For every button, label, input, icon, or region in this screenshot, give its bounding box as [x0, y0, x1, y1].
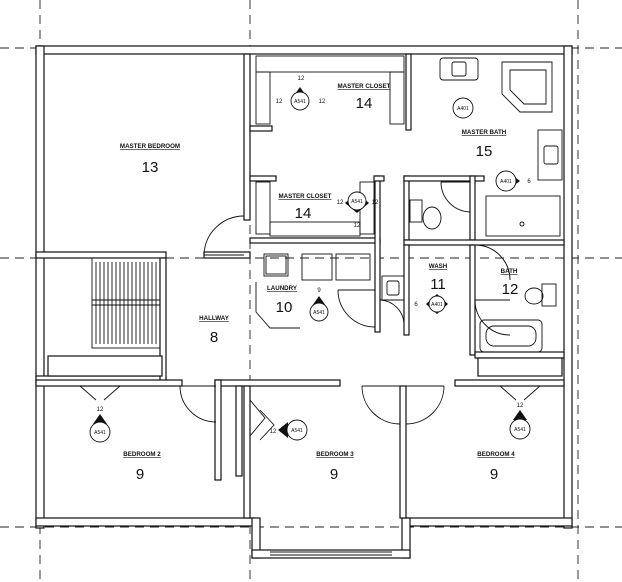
svg-text:12: 12 [270, 429, 277, 435]
svg-text:12: 12 [276, 99, 283, 105]
bath-label: BATH [501, 268, 518, 275]
bedroom2-number: 9 [136, 466, 144, 483]
master-bath-label: MASTER BATH [462, 129, 507, 136]
bedroom3-number: 9 [330, 466, 338, 483]
elevation-tag-bedroom3: A541 12 [270, 419, 308, 441]
master-bath-number: 15 [476, 143, 493, 160]
stairs [91, 257, 161, 349]
wash-number: 11 [430, 276, 446, 293]
doors [79, 181, 541, 441]
svg-text:A541: A541 [291, 428, 303, 434]
svg-text:12: 12 [319, 99, 326, 105]
svg-text:12: 12 [298, 76, 305, 82]
svg-text:A541: A541 [94, 430, 106, 436]
closet-shelving [255, 55, 405, 237]
hallway-number: 8 [210, 329, 218, 346]
svg-text:A401: A401 [500, 179, 512, 185]
elevation-tag-closet-mid: A541 12 12 12 [337, 191, 379, 229]
laundry-label: LAUNDRY [267, 285, 298, 292]
master-closet-mid-number: 14 [295, 205, 312, 222]
svg-text:12: 12 [372, 200, 379, 206]
svg-text:12: 12 [354, 223, 361, 229]
hallway-label: HALLWAY [199, 315, 230, 322]
bedroom4-label: BEDROOM 4 [477, 451, 515, 458]
exterior-walls [35, 45, 573, 559]
svg-text:A541: A541 [294, 99, 306, 105]
interior-walls [35, 53, 565, 519]
fixtures [255, 57, 563, 353]
master-closet-mid-label: MASTER CLOSET [279, 193, 332, 200]
svg-text:9: 9 [317, 288, 321, 294]
bedroom2-label: BEDROOM 2 [123, 451, 161, 458]
elevation-tag-bath-top: A401 [452, 97, 474, 119]
svg-text:A401: A401 [457, 106, 469, 112]
master-closet-top-label: MASTER CLOSET [338, 83, 391, 90]
master-bedroom-number: 13 [142, 159, 159, 176]
svg-text:12: 12 [517, 403, 524, 409]
elevation-tag-wash: A401 6 [414, 294, 448, 314]
svg-text:A541: A541 [514, 427, 526, 433]
svg-text:A541: A541 [313, 310, 325, 316]
svg-text:A401: A401 [431, 302, 443, 308]
svg-text:12: 12 [97, 407, 104, 413]
wash-label: WASH [429, 263, 448, 270]
elevation-tag-laundry: A541 9 [309, 288, 329, 322]
elevation-tag-bath-mid: A401 6 [495, 170, 531, 192]
room-labels: MASTER BEDROOM 13 MASTER CLOSET 14 MASTE… [120, 83, 518, 483]
bath-number: 12 [502, 281, 519, 298]
bedroom4-number: 9 [490, 466, 498, 483]
svg-text:6: 6 [414, 302, 418, 308]
elevation-tag-closet-top: A541 12 12 12 [276, 76, 326, 111]
master-closet-top-number: 14 [356, 95, 373, 112]
svg-text:A541: A541 [351, 199, 363, 205]
laundry-number: 10 [276, 299, 293, 316]
svg-text:12: 12 [337, 200, 344, 206]
master-bedroom-label: MASTER BEDROOM [120, 143, 180, 150]
svg-text:6: 6 [527, 179, 531, 185]
elevation-tags: A541 12 12 12 A541 12 12 12 A401 A401 6 … [89, 76, 531, 443]
bedroom3-label: BEDROOM 3 [316, 451, 354, 458]
elevation-tag-bedroom2: A541 12 [89, 407, 111, 443]
elevation-tag-bedroom4: A541 12 [509, 403, 531, 440]
